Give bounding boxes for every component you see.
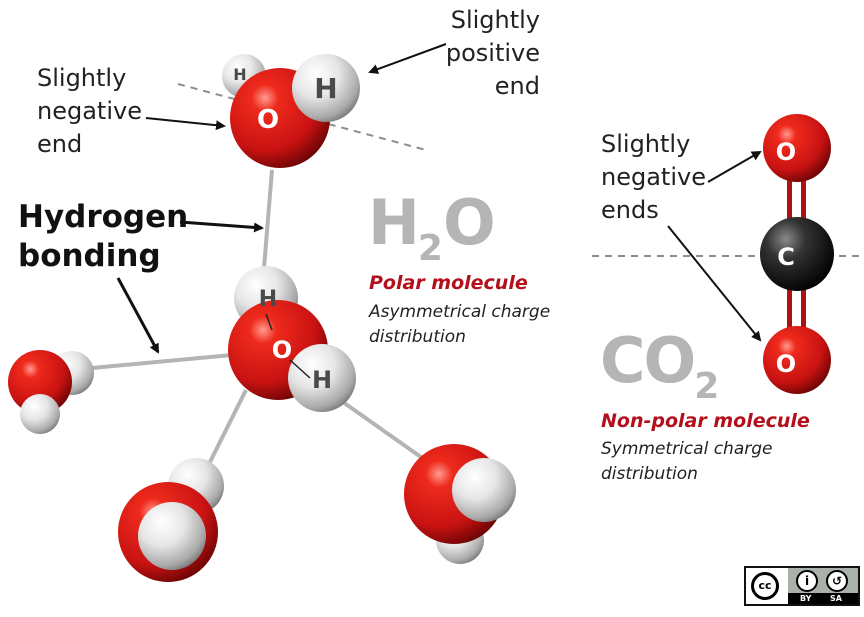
label-line: Slightly [37, 64, 127, 92]
hbond-stick-top [262, 169, 274, 269]
hydrogen-atom-center-right [288, 344, 356, 412]
water-molecule-lower-right [404, 444, 516, 564]
formula-h: H [368, 186, 420, 259]
co2-oxygen-atom-bottom [763, 326, 831, 394]
arrow-co2-bottom-oxygen [667, 225, 762, 342]
co2-formula: CO2 [600, 328, 720, 408]
hydrogen-atom [452, 458, 516, 522]
hydrogen-atom-top-right [292, 54, 360, 122]
label-line: end [37, 130, 83, 158]
atom-label-h: H [314, 72, 337, 105]
atom-label-h: H [259, 287, 277, 312]
label-line: Hydrogen [18, 199, 189, 235]
slightly-negative-ends-label: Slightly negative ends [601, 128, 706, 227]
atom-label-h: H [233, 65, 246, 84]
dipole-dashed-line [177, 83, 427, 151]
oxygen-atom [8, 350, 72, 414]
covalent-bond-outline [265, 313, 311, 379]
atom-label-o: O [272, 336, 292, 364]
atom-label-h: H [312, 366, 332, 394]
label-line: negative [601, 163, 706, 191]
cc-icon: cc [751, 572, 779, 600]
label-line: Slightly [601, 130, 691, 158]
atom-label-c: C [777, 243, 795, 271]
badge-strip [788, 593, 858, 604]
label-line: bonding [18, 238, 161, 274]
formula-subscript: 2 [417, 228, 443, 269]
badge-left-panel: cc [746, 568, 788, 604]
description-line: Symmetrical charge [601, 439, 773, 459]
arrow-hbond-left [116, 277, 160, 354]
formula-o: O [442, 186, 496, 259]
non-polar-molecule-description: Symmetrical charge distribution [601, 437, 772, 487]
double-bond-bottom-b [801, 272, 806, 354]
water-molecule-center: H O H [228, 266, 356, 412]
label-line: end [494, 72, 540, 100]
polar-molecule-description: Asymmetrical charge distribution [369, 300, 550, 350]
non-polar-molecule-title: Non-polar molecule [601, 410, 810, 432]
slightly-negative-end-label: Slightly negative end [37, 62, 142, 161]
hbond-stick-left [91, 353, 233, 370]
co2-oxygen-atom-top [763, 114, 831, 182]
license-by-text: BY [800, 594, 812, 603]
co2-carbon-atom [760, 217, 834, 291]
atom-label-o: O [776, 138, 796, 166]
license-sa-text: SA [830, 594, 842, 603]
arrow-co2-top-oxygen [707, 151, 762, 183]
description-line: distribution [369, 327, 466, 347]
share-alike-icon: ↺ [826, 570, 848, 592]
double-bond-bottom-a [787, 272, 792, 354]
water-molecule-left [8, 350, 94, 434]
co2-molecule: O C O [760, 114, 834, 394]
formula-subscript: 2 [694, 366, 720, 407]
atom-label-o: O [257, 105, 279, 135]
arrow-positive-end [368, 43, 447, 74]
water-molecule-lower-left [118, 458, 224, 582]
polar-molecule-title: Polar molecule [369, 272, 528, 294]
arrow-hbond-top [179, 220, 264, 233]
double-bond-top-b [801, 160, 806, 242]
double-bond-top-a [787, 160, 792, 242]
label-line: positive [445, 39, 540, 67]
slightly-positive-end-label: Slightly positive end [420, 4, 540, 103]
formula-co: CO [600, 324, 696, 397]
hydrogen-atom [20, 394, 60, 434]
atom-label-o: O [776, 350, 796, 378]
person-icon: i [796, 570, 818, 592]
label-line: Slightly [450, 6, 540, 34]
h2o-formula: H2O [368, 190, 496, 270]
description-line: Asymmetrical charge [369, 302, 551, 322]
label-line: negative [37, 97, 142, 125]
hydrogen-bonding-label: Hydrogen bonding [18, 198, 188, 276]
arrow-negative-end [145, 117, 226, 131]
hbond-stick-lower-right [338, 398, 430, 464]
label-line: ends [601, 196, 659, 224]
cc-by-sa-license-badge[interactable]: cc i ↺ BY SA [744, 566, 860, 606]
description-line: distribution [601, 464, 698, 484]
water-molecule-top: H O H [222, 54, 360, 168]
hydrogen-atom [138, 502, 206, 570]
